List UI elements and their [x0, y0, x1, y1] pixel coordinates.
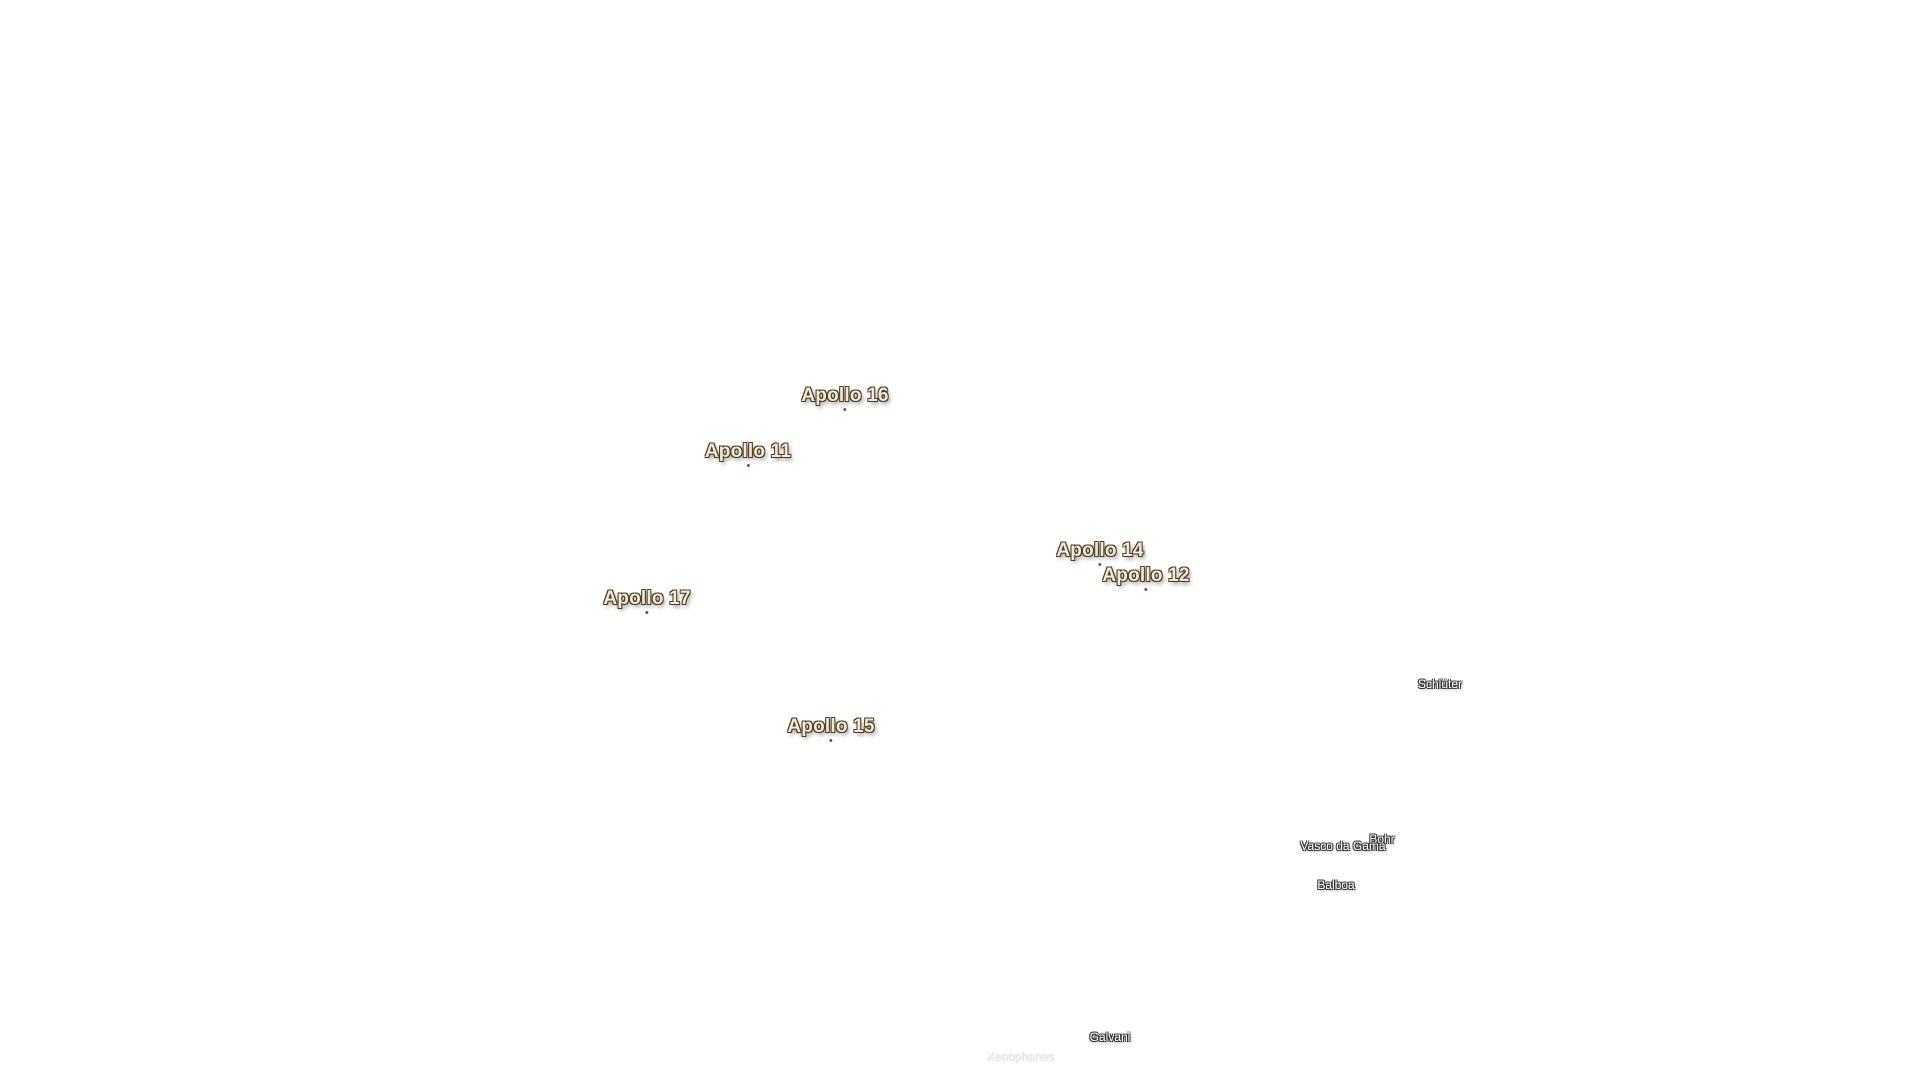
crater-label: Galvani: [1089, 1030, 1131, 1044]
crater-label: Bohr: [1369, 832, 1395, 846]
crater-label: Schlüter: [1417, 677, 1463, 691]
crater-label: Balboa: [1317, 878, 1355, 892]
landing-site-label: Apollo 15: [787, 716, 875, 737]
crater-xenophanes[interactable]: Xenophanes: [986, 1049, 1053, 1063]
landing-site-apollo-16[interactable]: Apollo 16: [801, 385, 888, 411]
landing-site-apollo-12[interactable]: Apollo 12: [1102, 565, 1189, 591]
crater-label: Vasco da Gama: [1300, 839, 1386, 853]
landing-site-marker-icon: [746, 464, 750, 467]
landing-site-label: Apollo 17: [603, 588, 691, 609]
landing-site-apollo-14[interactable]: Apollo 14: [1056, 540, 1143, 566]
landing-site-label: Apollo 16: [801, 385, 889, 406]
crater-bohr[interactable]: Bohr: [1369, 832, 1394, 846]
crater-galvani[interactable]: Galvani: [1090, 1030, 1131, 1044]
landing-site-apollo-15[interactable]: Apollo 15: [787, 716, 874, 742]
landing-site-apollo-17[interactable]: Apollo 17: [603, 588, 690, 614]
landing-site-marker-icon: [829, 739, 833, 742]
landing-site-marker-icon: [1098, 563, 1102, 566]
crater-vasco-da-gama[interactable]: Vasco da Gama: [1300, 839, 1385, 853]
landing-site-marker-icon: [1144, 588, 1148, 591]
landing-site-label: Apollo 14: [1056, 540, 1144, 561]
landing-site-label: Apollo 11: [704, 441, 792, 462]
crater-schluter[interactable]: Schlüter: [1418, 677, 1462, 691]
landing-site-marker-icon: [843, 408, 847, 411]
crater-label: Xenophanes: [986, 1049, 1054, 1063]
landing-site-apollo-11[interactable]: Apollo 11: [705, 441, 791, 467]
crater-balboa[interactable]: Balboa: [1317, 878, 1354, 892]
landing-site-marker-icon: [645, 611, 649, 614]
landing-site-label: Apollo 12: [1102, 565, 1190, 586]
